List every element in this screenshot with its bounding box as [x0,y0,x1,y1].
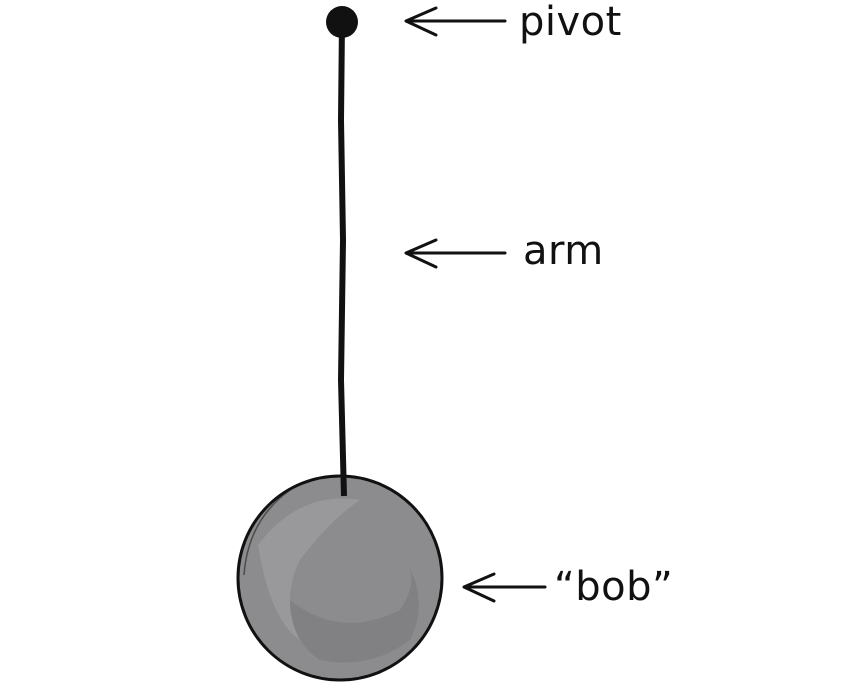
bob-label: “bob” [554,564,674,610]
arm-arrow [404,238,507,269]
bob [236,474,444,682]
pivot-arrow [404,6,507,37]
bob-sketch-line [243,489,291,576]
arm-label: arm [523,228,604,274]
pivot-dot [326,6,358,38]
arm-line [337,21,347,497]
bob-arrow [462,572,547,603]
bob-shadow [290,560,419,663]
bob-highlight [258,498,360,640]
pivot-label: pivot [519,0,622,45]
